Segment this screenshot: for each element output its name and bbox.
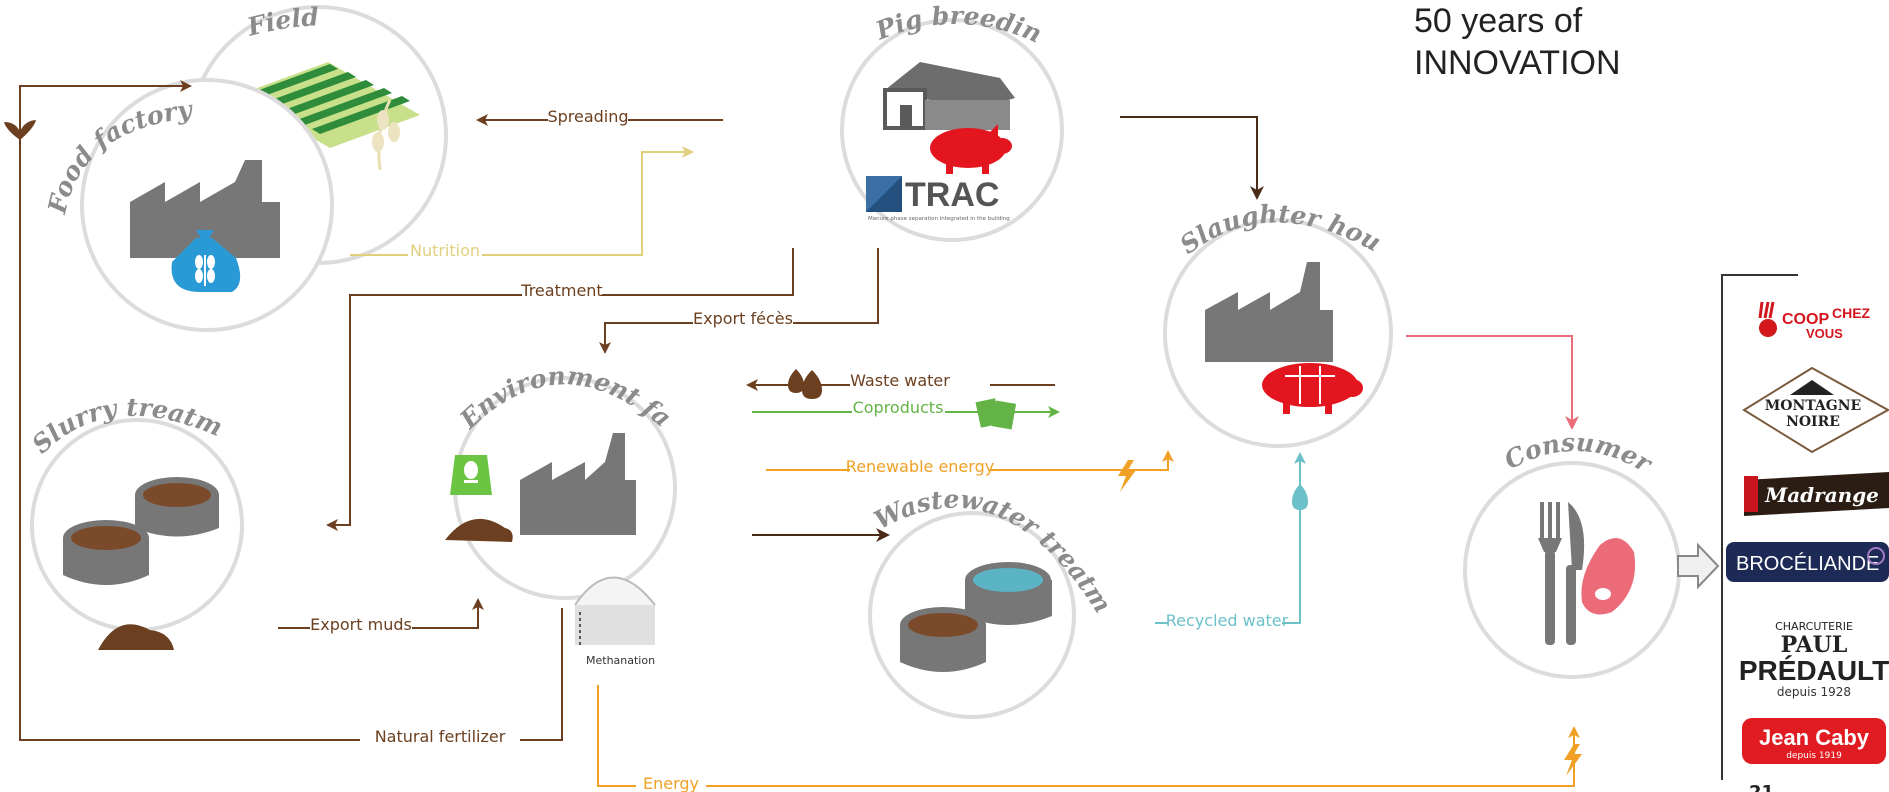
pig-to-slaughter-flow xyxy=(1120,116,1264,200)
feed-bag-icon xyxy=(171,230,241,292)
consumers-to-brands-arrow xyxy=(1677,542,1720,590)
brand-broceliande-logo: BROCÉLIANDE xyxy=(1726,542,1889,582)
natural-fertilizer-flow: Natural fertilizer xyxy=(4,80,563,746)
trac-logo: TRAC Manure phase separation integrated … xyxy=(866,176,1010,222)
montagne-word: MONTAGNE xyxy=(1765,398,1861,414)
pig-icon xyxy=(930,124,1012,174)
steak-icon xyxy=(1581,537,1636,615)
export-feces-label: Export fécès xyxy=(693,309,793,328)
sprout-icon xyxy=(4,120,36,140)
methanation-label: Methanation xyxy=(586,654,655,667)
energy-flow: Energy xyxy=(597,685,1582,792)
water-drops-icon xyxy=(788,369,822,399)
broceliande-word: BROCÉLIANDE xyxy=(1736,552,1879,575)
energy-label: Energy xyxy=(643,774,699,792)
spreading-label: Spreading xyxy=(547,107,628,126)
renewable-energy-flow: Renewable energy xyxy=(766,450,1174,492)
chez-word: CHEZ xyxy=(1832,305,1871,321)
paul-word: PAUL xyxy=(1781,632,1848,658)
brand-jean-caby-logo: Jean Caby depuis 1919 xyxy=(1742,718,1886,764)
noire-word: NOIRE xyxy=(1786,414,1840,430)
headline-line-1: 50 years of xyxy=(1414,2,1583,40)
compost-pile-icon xyxy=(445,518,513,542)
charcuterie-word: CHARCUTERIE xyxy=(1775,620,1853,633)
fertilizer-bag-icon xyxy=(450,455,492,495)
slaughter-factory-icon xyxy=(1205,262,1333,362)
recycled-water-label: Recycled water xyxy=(1166,611,1289,630)
renewable-energy-label: Renewable energy xyxy=(846,457,994,476)
environment-factory-icon xyxy=(520,433,636,535)
headline: 50 years of INNOVATION xyxy=(1414,0,1621,84)
lightning-icon xyxy=(1118,460,1136,492)
coop-word: COOP xyxy=(1782,311,1829,328)
energy-lightning-icon xyxy=(1564,744,1582,776)
nutrition-label: Nutrition xyxy=(410,241,480,260)
meat-cuts-pig-icon xyxy=(1262,363,1363,414)
cutlery-icon xyxy=(1538,502,1585,645)
farm-barn-icon xyxy=(883,62,1015,130)
coproducts-label: Coproducts xyxy=(853,398,944,417)
vous-word: VOUS xyxy=(1806,326,1843,341)
export-muds-flow: Export muds xyxy=(278,598,484,634)
trac-logo-tagline: Manure phase separation integrated in th… xyxy=(868,216,1010,222)
recycled-water-flow: Recycled water xyxy=(1155,452,1308,630)
pig-breeding-title: Pig breeding xyxy=(0,0,1046,49)
coproduct-bags-icon xyxy=(975,398,1017,430)
factory-icon xyxy=(130,160,280,258)
slurry-tanks-icon xyxy=(63,477,219,585)
export-feces-flow: Export fécès xyxy=(599,248,879,354)
page-number: 21 xyxy=(1749,782,1774,792)
treatment-label: Treatment xyxy=(520,281,602,300)
methanation-dome-icon xyxy=(574,576,656,645)
food-factory-node: Food factory xyxy=(42,78,334,332)
export-muds-label: Export muds xyxy=(310,615,412,634)
nutrition-flow: Nutrition xyxy=(350,146,694,260)
headline-line-2: INNOVATION xyxy=(1414,44,1621,82)
brands-panel: COOP CHEZ VOUS MONTAGNE NOIRE Madrange B… xyxy=(1721,274,1889,780)
brand-madrange-logo: Madrange xyxy=(1744,472,1889,516)
trac-logo-name: TRAC xyxy=(905,176,999,214)
coproducts-flow: Coproducts xyxy=(752,398,1060,430)
natural-fertilizer-label: Natural fertilizer xyxy=(375,727,506,746)
field-node: Field xyxy=(188,2,448,265)
treatment-flow: Treatment xyxy=(326,248,794,531)
brand-coop-chez-vous-logo: COOP CHEZ VOUS xyxy=(1758,301,1871,341)
slaughter-to-consumers-flow xyxy=(1406,335,1579,430)
madrange-word: Madrange xyxy=(1764,483,1879,507)
jean-caby-since: depuis 1919 xyxy=(1786,751,1842,761)
wastewater-tanks-icon xyxy=(900,562,1052,672)
water-drop-icon xyxy=(1292,484,1308,510)
predault-word: PRÉDAULT xyxy=(1739,655,1889,686)
spreading-flow: Spreading xyxy=(476,107,723,126)
waste-water-flow: Waste water xyxy=(746,369,1055,399)
brand-montagne-noire-logo: MONTAGNE NOIRE xyxy=(1742,366,1889,454)
waste-water-label: Waste water xyxy=(850,371,950,390)
field-crop-icon xyxy=(238,62,420,171)
jean-caby-word: Jean Caby xyxy=(1759,725,1870,750)
paul-since: depuis 1928 xyxy=(1777,685,1851,699)
brand-paul-predault-logo: CHARCUTERIE PAUL PRÉDAULT depuis 1928 xyxy=(1739,620,1889,699)
mud-pile-icon xyxy=(98,624,174,650)
